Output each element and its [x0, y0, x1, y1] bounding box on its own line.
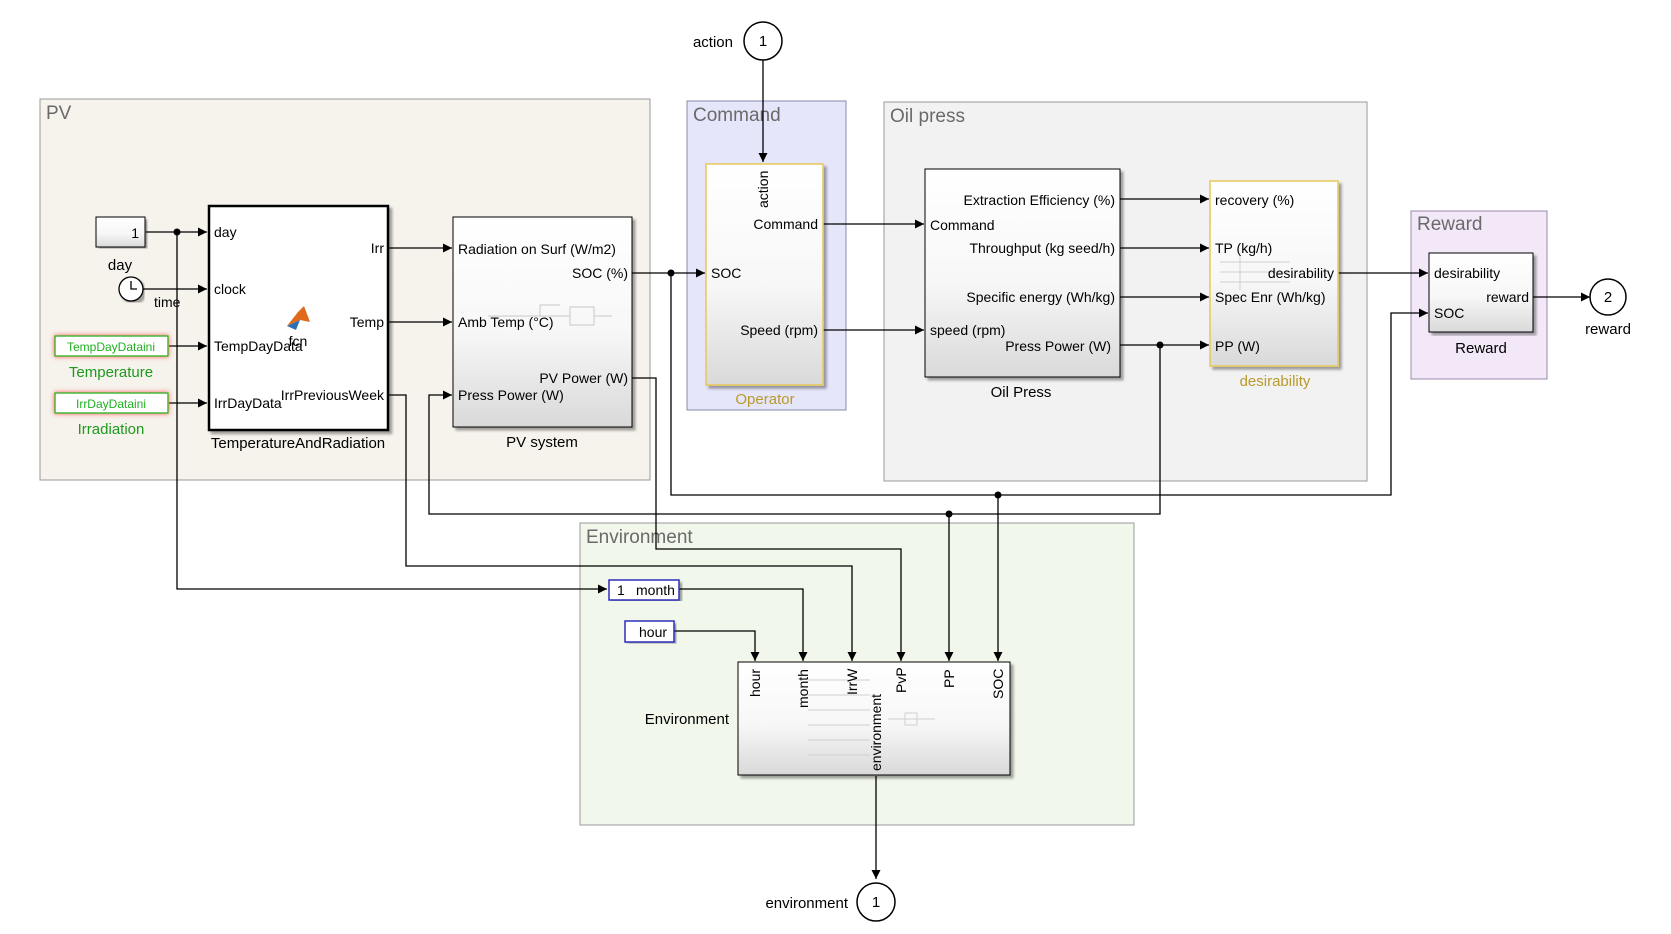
- env-input-irrw: IrrW: [844, 668, 860, 695]
- environment-block-name: Environment: [645, 711, 730, 728]
- pv-system-preview: [488, 304, 612, 326]
- month-from-tag: month: [636, 582, 675, 598]
- tr-input-tempdaydata: TempDayData: [214, 338, 303, 354]
- desirability-preview: [1220, 256, 1290, 290]
- tr-input-clock: clock: [214, 281, 247, 297]
- signal-lines: [143, 60, 1590, 879]
- temperature-and-radiation-block[interactable]: day clock TempDayData IrrDayData Irr Tem…: [207, 204, 390, 452]
- hour-from-tag: hour: [639, 624, 667, 640]
- outport-environment-number: 1: [872, 894, 880, 911]
- desirability-block-name: desirability: [1240, 373, 1311, 390]
- operator-block-name: Operator: [735, 391, 794, 408]
- clock-icon: [130, 281, 137, 290]
- des-input-tp: TP (kg/h): [1215, 240, 1272, 256]
- temperature-from-label: Temperature: [69, 364, 153, 381]
- reward-input-desirability: desirability: [1434, 265, 1500, 281]
- day-constant-value: 1: [131, 225, 139, 241]
- outport-environment-label: environment: [765, 895, 848, 912]
- oil-output-specific-energy: Specific energy (Wh/kg): [966, 289, 1115, 305]
- temperature-from-block[interactable]: TempDayDataini Temperature: [54, 335, 169, 381]
- env-output-environment: environment: [868, 694, 884, 771]
- irradiation-from-label: Irradiation: [78, 421, 145, 438]
- pv-output-soc: SOC (%): [572, 265, 628, 281]
- tr-output-irr: Irr: [371, 240, 385, 256]
- des-input-specenr: Spec Enr (Wh/kg): [1215, 289, 1325, 305]
- operator-input-action: action: [755, 171, 771, 208]
- des-input-pp: PP (W): [1215, 338, 1260, 354]
- oil-output-throughput: Throughput (kg seed/h): [969, 240, 1115, 256]
- pv-block-name: PV system: [506, 434, 578, 451]
- reward-block-name: Reward: [1455, 340, 1507, 357]
- reward-input-soc: SOC: [1434, 305, 1464, 321]
- oil-block-name: Oil Press: [991, 384, 1052, 401]
- operator-block[interactable]: action SOC Command Speed (rpm) Operator: [705, 163, 824, 408]
- reward-block[interactable]: desirability SOC reward Reward: [1428, 252, 1534, 357]
- matlab-logo-icon: [287, 306, 310, 330]
- env-input-pvp: PvP: [893, 667, 909, 693]
- env-input-hour: hour: [747, 669, 763, 697]
- oil-press-block[interactable]: Command speed (rpm) Extraction Efficienc…: [924, 168, 1121, 401]
- pv-system-block[interactable]: Radiation on Surf (W/m2) Amb Temp (°C) P…: [452, 216, 633, 451]
- area-oil-press-title: Oil press: [890, 106, 965, 127]
- temperature-from-tag: TempDayDataini: [67, 340, 155, 354]
- hour-from-block[interactable]: hour: [624, 620, 675, 643]
- outport-reward-label: reward: [1585, 321, 1631, 338]
- pv-input-ambtemp: Amb Temp (°C): [458, 314, 554, 330]
- environment-preview: [808, 679, 935, 756]
- pv-input-radiation: Radiation on Surf (W/m2): [458, 241, 616, 257]
- outport-reward[interactable]: 2 reward: [1585, 278, 1631, 338]
- day-constant-label: day: [108, 257, 133, 274]
- outport-environment[interactable]: 1 environment: [765, 882, 896, 922]
- env-input-month: month: [795, 669, 811, 708]
- month-from-value: 1: [617, 582, 625, 598]
- pv-output-pvpower: PV Power (W): [539, 370, 628, 386]
- area-environment-title: Environment: [586, 527, 693, 548]
- reward-output-reward: reward: [1486, 289, 1529, 305]
- area-command-title: Command: [693, 105, 781, 126]
- operator-output-command: Command: [753, 216, 818, 232]
- inport-action-label: action: [693, 34, 733, 51]
- clock-label: time: [154, 294, 181, 310]
- desirability-block[interactable]: recovery (%) TP (kg/h) Spec Enr (Wh/kg) …: [1209, 180, 1339, 390]
- env-input-soc: SOC: [990, 669, 1006, 699]
- oil-output-press-power: Press Power (W): [1005, 338, 1111, 354]
- clock-block[interactable]: time: [118, 276, 181, 310]
- pv-input-presspower: Press Power (W): [458, 387, 564, 403]
- environment-block[interactable]: hour month IrrW PvP PP SOC environment E…: [645, 661, 1011, 776]
- tr-fcn-label: fcn: [289, 333, 308, 349]
- env-input-pp: PP: [941, 669, 957, 688]
- tr-input-day: day: [214, 224, 237, 240]
- tr-output-temp: Temp: [350, 314, 384, 330]
- oil-input-speed: speed (rpm): [930, 322, 1005, 338]
- day-constant-block[interactable]: 1 day: [95, 216, 146, 274]
- des-input-recovery: recovery (%): [1215, 192, 1294, 208]
- tr-block-name: TemperatureAndRadiation: [211, 435, 385, 452]
- inport-action[interactable]: 1 action: [693, 21, 783, 61]
- oil-output-extraction: Extraction Efficiency (%): [964, 192, 1115, 208]
- area-pv-title: PV: [46, 103, 72, 124]
- operator-input-soc: SOC: [711, 265, 741, 281]
- tr-input-irrdaydata: IrrDayData: [214, 395, 282, 411]
- area-reward-title: Reward: [1417, 214, 1482, 235]
- inport-action-number: 1: [759, 33, 767, 50]
- irradiation-from-tag: IrrDayDataini: [76, 397, 146, 411]
- operator-output-speed: Speed (rpm): [740, 322, 818, 338]
- outport-reward-number: 2: [1604, 289, 1612, 306]
- tr-output-irrpreviousweek: IrrPreviousWeek: [281, 387, 385, 403]
- month-from-block[interactable]: 1 month: [608, 579, 680, 601]
- irradiation-from-block[interactable]: IrrDayDataini Irradiation: [54, 392, 169, 438]
- des-output-desirability: desirability: [1268, 265, 1334, 281]
- oil-input-command: Command: [930, 217, 995, 233]
